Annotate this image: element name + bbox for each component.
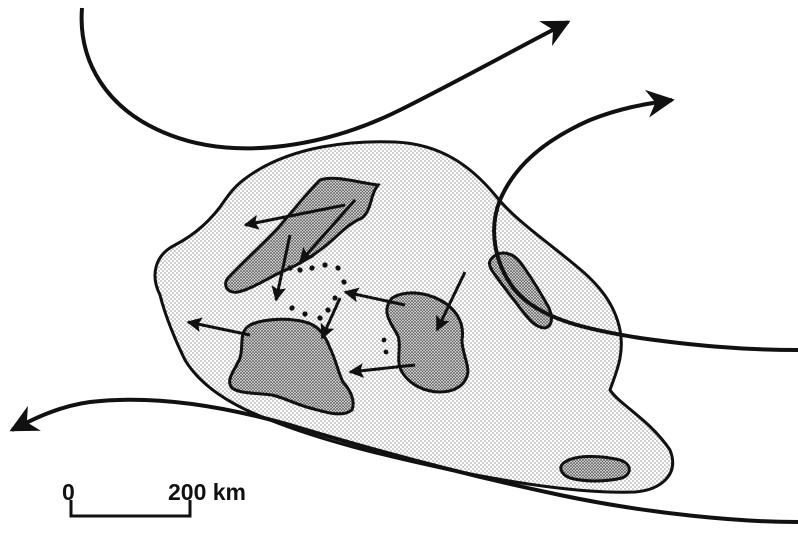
scale-bar-start-label: 0 — [62, 479, 75, 505]
streamline-arrow-northern — [82, 8, 568, 148]
scale-bar: 0 200 km — [62, 479, 246, 516]
scale-bar-end-label: 200 km — [168, 479, 246, 505]
dark-cell-southeast — [561, 456, 629, 481]
